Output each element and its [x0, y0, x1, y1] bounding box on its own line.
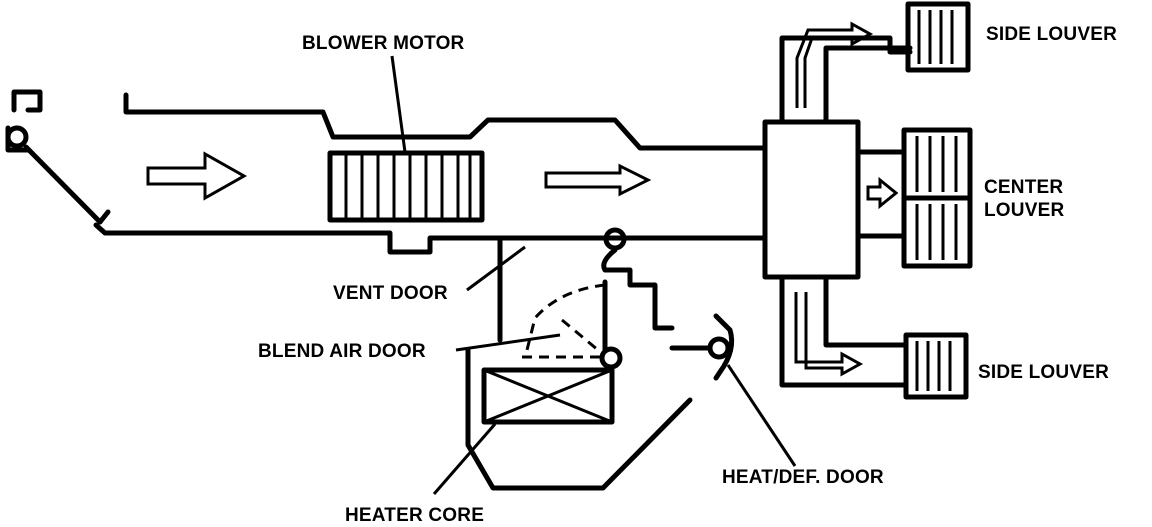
label-blower-motor: BLOWER MOTOR	[302, 33, 465, 54]
label-heat-def-door: HEAT/DEF. DOOR	[722, 467, 884, 488]
label-center-louver-line2: LOUVER	[984, 200, 1065, 221]
label-side-louver-bottom: SIDE LOUVER	[978, 362, 1109, 383]
leader-lines	[390, 55, 797, 495]
center-duct	[855, 149, 907, 239]
blend-air-door	[522, 279, 623, 370]
main-duct	[93, 92, 768, 255]
label-side-louver-top: SIDE LOUVER	[986, 24, 1117, 45]
vent-door	[497, 227, 675, 343]
distribution-box	[762, 119, 861, 280]
label-vent-door: VENT DOOR	[333, 283, 448, 304]
label-blend-air-door: BLEND AIR DOOR	[258, 341, 426, 362]
lower-side-duct	[779, 274, 909, 388]
heater-core	[465, 347, 693, 491]
blower-motor	[327, 150, 485, 223]
label-heater-core: HEATER CORE	[345, 505, 485, 526]
center-louver	[901, 127, 973, 269]
duct-air-arrow	[544, 163, 652, 197]
heat-def-door	[669, 313, 735, 381]
side-louver-bottom	[903, 332, 969, 400]
label-center-louver-line1: CENTER	[984, 177, 1064, 198]
side-louver-top	[905, 1, 971, 73]
intake-air-arrow	[146, 151, 248, 201]
air-intake-flap	[5, 89, 111, 225]
upper-side-duct	[779, 21, 913, 125]
